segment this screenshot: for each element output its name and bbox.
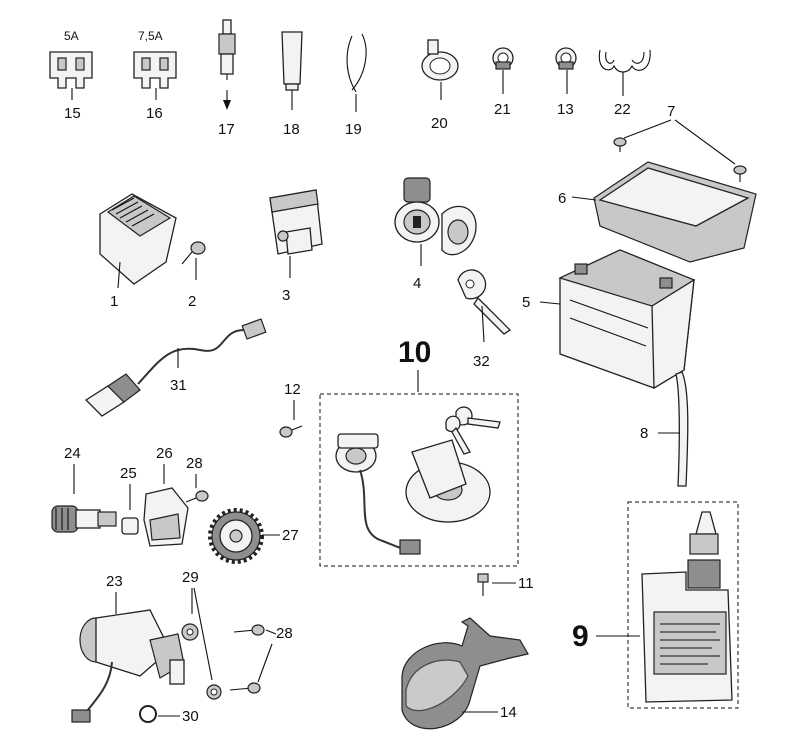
callout-18: 18 [283, 121, 300, 138]
callout-29: 29 [182, 569, 199, 586]
fuse-rating-7-5a: 7,5A [138, 29, 163, 43]
callout-16: 16 [146, 105, 163, 122]
callout-32: 32 [473, 353, 490, 370]
lock-set-kit [335, 406, 501, 555]
starter-cover: 26 [143, 445, 189, 547]
starter-motor: 23 30 [71, 573, 199, 725]
battery-cover-screws: 7 [613, 103, 747, 182]
starter-drive: 24 [51, 445, 117, 533]
voltage-regulator: 1 [99, 193, 177, 310]
washers: 29 [181, 569, 222, 700]
callout-30: 30 [182, 708, 199, 725]
callout-24: 24 [64, 445, 81, 462]
oil-bottle [641, 511, 733, 703]
battery-vent-hose: 8 [640, 371, 689, 487]
callout-6: 6 [558, 190, 566, 207]
callout-19: 19 [345, 121, 362, 138]
bushing: 25 [120, 465, 139, 535]
callout-26: 26 [156, 445, 173, 462]
screws-28-bottom: 28 [229, 624, 293, 694]
callout-12: 12 [284, 381, 301, 398]
callout-28-top: 28 [186, 455, 203, 472]
starter-gear: 27 [208, 508, 299, 564]
ignition-switch: 4 [394, 177, 477, 292]
grease-tube: 18 [281, 31, 303, 138]
callout-10: 10 [398, 336, 431, 369]
starter-relay: 3 [269, 189, 323, 304]
callout-9: 9 [572, 620, 589, 653]
callout-31: 31 [170, 377, 187, 394]
fuse-rating-5a: 5A [64, 29, 79, 43]
pipe-clamp-large: 20 [421, 39, 459, 132]
callout-11: 11 [518, 575, 534, 592]
callout-17: 17 [218, 121, 235, 138]
usb-cable: 31 [84, 318, 267, 417]
fuse-7-5a: 7,5A 16 [133, 29, 177, 122]
callout-28-bottom: 28 [276, 625, 293, 642]
ignition-key: 32 [457, 269, 512, 370]
regulator-screw: 2 [181, 241, 206, 310]
callout-25: 25 [120, 465, 137, 482]
battery-cover: 6 [558, 161, 757, 263]
spark-plug: 17 [218, 19, 236, 138]
cable-tie: 19 [345, 33, 367, 138]
battery: 5 [522, 249, 696, 390]
double-wire-clip: 22 [598, 49, 651, 118]
hose-clip-13: 13 [555, 47, 577, 118]
callout-4: 4 [413, 275, 421, 292]
callout-21: 21 [494, 101, 511, 118]
callout-23: 23 [106, 573, 123, 590]
callout-1: 1 [110, 293, 118, 310]
callout-27: 27 [282, 527, 299, 544]
callout-8: 8 [640, 425, 648, 442]
fuse-5a: 5A 15 [49, 29, 93, 122]
callout-14: 14 [500, 704, 517, 721]
callout-2: 2 [188, 293, 196, 310]
screw-12: 12 [279, 381, 303, 438]
callout-15: 15 [64, 105, 81, 122]
lock-set-kit-frame [319, 393, 519, 567]
callout-20: 20 [431, 115, 448, 132]
callout-7: 7 [667, 103, 675, 120]
hose-clip-21: 21 [492, 47, 514, 118]
callout-13: 13 [557, 101, 574, 118]
callout-5: 5 [522, 294, 530, 311]
oil-kit-frame [627, 501, 739, 709]
screw-28-top: 28 [185, 455, 209, 503]
callout-3: 3 [282, 287, 290, 304]
protective-cover: 14 [401, 617, 529, 730]
screw-11: 11 [477, 573, 534, 596]
callout-22: 22 [614, 101, 631, 118]
